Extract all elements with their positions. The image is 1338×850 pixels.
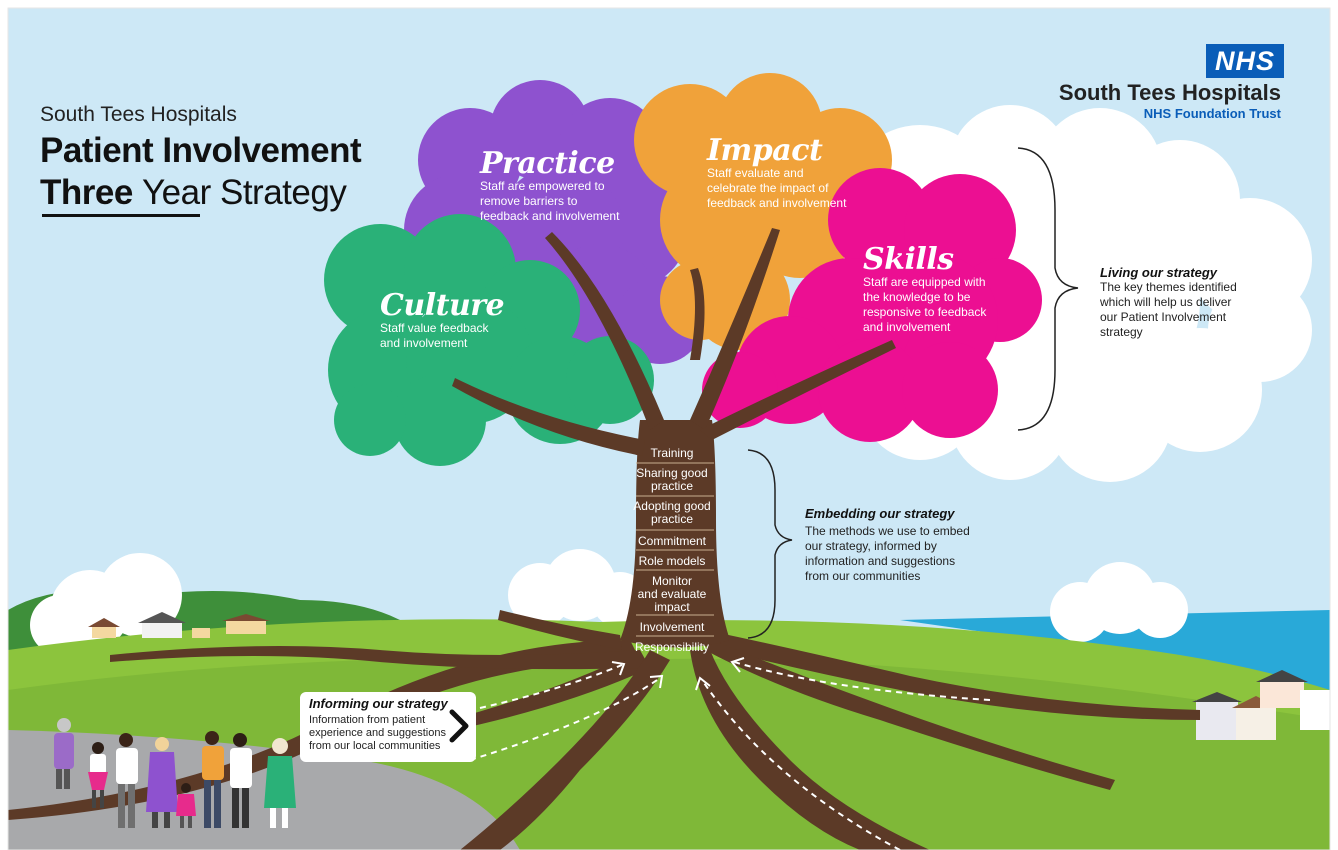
branches [452, 228, 896, 456]
description-line: Staff are equipped with [863, 275, 986, 289]
embedding-strategy-title: Embedding our strategy [805, 506, 955, 521]
title-underline [42, 214, 200, 217]
description-line: Staff are empowered to [480, 179, 605, 193]
method-line: impact [654, 600, 690, 614]
background-clouds [30, 549, 1188, 655]
organisation-name: South Tees Hospitals [40, 103, 237, 126]
body-line: which will help us deliver [1100, 295, 1232, 309]
chevron-right-icon [449, 709, 469, 743]
theme-description: Staff value feedback and involvement [380, 321, 504, 351]
title-line-1: Patient Involvement [40, 131, 362, 170]
method-dividers [636, 462, 714, 637]
description-line: the knowledge to be [863, 290, 971, 304]
living-strategy-title: Living our strategy [1100, 265, 1218, 280]
theme-description: Staff evaluate and celebrate the impact … [707, 166, 846, 211]
theme-description: Staff are empowered to remove barriers t… [480, 179, 619, 224]
living-strategy-note: Living our strategy The key themes ident… [1100, 265, 1237, 340]
theme-impact: Impact Staff evaluate and celebrate the … [707, 133, 846, 211]
embedding-strategy-body: The methods we use to embed our strategy… [805, 524, 970, 584]
method-line: Responsibility [634, 640, 710, 654]
method-line: Sharing good [636, 466, 708, 480]
body-line: our Patient Involvement [1100, 310, 1227, 324]
body-line: experience and suggestions [309, 727, 446, 739]
living-brace [1017, 147, 1079, 431]
title-line-2: Three Year Strategy [40, 172, 361, 214]
body-line: information and suggestions [805, 554, 956, 568]
informing-strategy-box: Informing our strategy Information from … [300, 692, 476, 762]
village-right [1192, 670, 1330, 740]
theme-title: Impact [707, 133, 823, 168]
embedding-strategy-note: Embedding our strategy The methods we us… [805, 506, 970, 584]
method-line: Role models [638, 554, 706, 568]
method-role-models: Role models [626, 555, 718, 568]
informing-strategy-body: Information from patient experience and … [309, 714, 446, 753]
informing-strategy-title: Informing our strategy [309, 696, 448, 711]
theme-skills: Skills Staff are equipped with the knowl… [863, 242, 986, 335]
brand-name: South Tees Hospitals [1058, 80, 1281, 105]
body-line: Information from patient [309, 714, 426, 726]
description-line: and involvement [863, 320, 951, 334]
description-line: remove barriers to [480, 194, 578, 208]
root-arrow-heads [611, 657, 745, 691]
method-line: Monitor [651, 574, 692, 588]
trunk [620, 420, 730, 648]
body-line: strategy [1100, 325, 1143, 339]
method-line: Commitment [637, 534, 706, 548]
theme-practice: Practice Staff are empowered to remove b… [480, 146, 619, 224]
description-line: celebrate the impact of [707, 181, 829, 195]
method-commitment: Commitment [626, 535, 718, 548]
root-arrows [469, 661, 991, 850]
description-line: and involvement [380, 336, 468, 350]
people [54, 718, 296, 828]
method-responsibility: Responsibility [626, 641, 718, 654]
description-line: feedback and involvement [480, 209, 620, 223]
brand-subtitle: NHS Foundation Trust [1143, 106, 1281, 121]
title-line-2-bold: Three [40, 173, 133, 212]
description-line: Staff evaluate and [707, 166, 804, 180]
sea [900, 610, 1330, 700]
nhs-logo: NHS [1206, 44, 1284, 78]
theme-description: Staff are equipped with the knowledge to… [863, 275, 986, 335]
description-line: feedback and involvement [707, 196, 847, 210]
body-line: our strategy, informed by [805, 539, 937, 553]
body-line: from our local communities [309, 740, 441, 752]
living-strategy-body: The key themes identified which will hel… [1100, 280, 1237, 340]
theme-title: Skills [863, 242, 954, 277]
method-line: Involvement [639, 620, 705, 634]
theme-culture: Culture Staff value feedback and involve… [380, 288, 505, 351]
method-line: and evaluate [637, 587, 707, 601]
description-line: Staff value feedback [380, 321, 489, 335]
embedding-brace [747, 449, 793, 639]
theme-title: Culture [380, 288, 505, 323]
body-line: The methods we use to embed [805, 524, 970, 538]
method-line: practice [650, 512, 694, 526]
body-line: from our communities [805, 569, 921, 583]
method-line: practice [650, 479, 694, 493]
method-involvement: Involvement [626, 621, 718, 634]
title-line-2-rest: Year Strategy [142, 173, 347, 212]
method-training: Training [626, 447, 718, 460]
description-line: responsive to feedback [863, 305, 987, 319]
method-line: Training [650, 446, 694, 460]
method-line: Adopting good [633, 499, 711, 513]
theme-title: Practice [480, 146, 615, 181]
village-left [88, 612, 270, 638]
page-title: Patient Involvement Three Year Strategy [40, 130, 362, 214]
body-line: The key themes identified [1100, 280, 1237, 294]
